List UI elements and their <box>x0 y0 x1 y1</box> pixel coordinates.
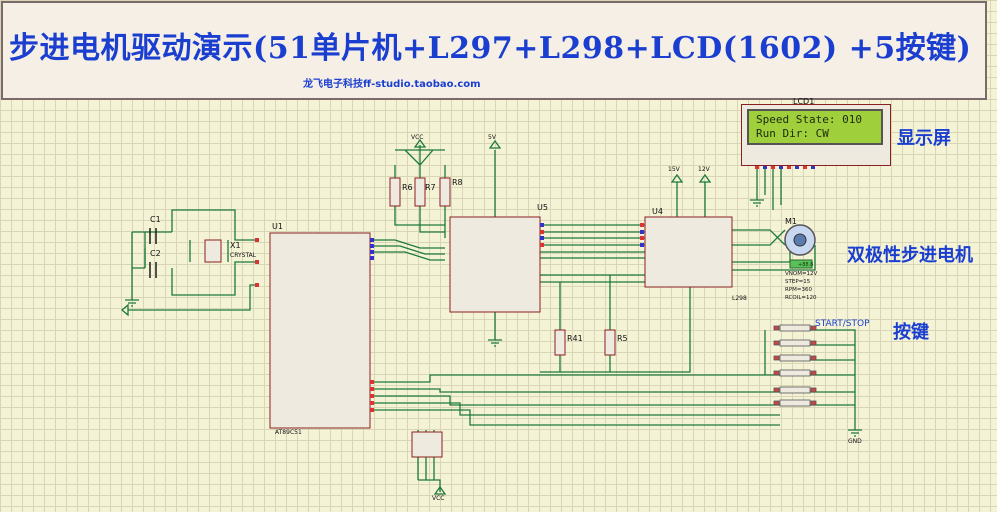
label-r8: R8 <box>452 178 463 187</box>
lcd-display: Speed State: 010 Run Dir: CW <box>747 109 883 145</box>
label-u1-part: AT89C51 <box>275 429 302 436</box>
label-15v: 15V <box>668 166 681 173</box>
lcd-line-2: Run Dir: CW <box>756 127 829 140</box>
driver-u5 <box>449 216 541 313</box>
wire-l297-l298 <box>540 224 645 259</box>
wire-p0-1 <box>370 245 445 255</box>
wire-crystal <box>189 240 229 262</box>
driver-u4 <box>644 216 733 288</box>
label-u1: U1 <box>272 222 283 231</box>
wire-key2 <box>370 388 780 393</box>
wire-reset <box>128 284 255 311</box>
power-symbols <box>120 138 862 495</box>
resistor-r8 <box>439 177 451 207</box>
mcu-u1 <box>269 232 371 429</box>
wire-vcc-pullups <box>394 145 446 180</box>
label-12v: 12V <box>698 166 711 173</box>
wire-motor <box>732 229 816 271</box>
label-r5: R5 <box>617 334 628 343</box>
page-title: 步进电机驱动演示(51单片机+L297+L298+LCD(1602) +5按键) <box>9 31 972 66</box>
wire-vcc-cross <box>404 149 434 166</box>
label-vcc-bottom: VCC <box>432 495 444 502</box>
label-gnd: GND <box>848 438 862 445</box>
wire-key3 <box>370 395 780 406</box>
annotation-keys: 按键 <box>893 322 929 343</box>
wire-key1 <box>370 374 780 383</box>
wire-caps-gnd <box>131 232 146 300</box>
label-lcd1: LCD1 <box>793 97 814 106</box>
label-c2: C2 <box>150 249 161 258</box>
title-banner: 步进电机驱动演示(51单片机+L297+L298+LCD(1602) +5按键)… <box>1 1 987 100</box>
wire-sense-res <box>559 275 611 330</box>
resistor-r5 <box>604 329 616 356</box>
label-u4-part: L298 <box>732 295 747 302</box>
label-crystal: CRYSTAL <box>230 252 257 259</box>
resistor-r7 <box>414 177 426 207</box>
wire-sense <box>540 274 645 283</box>
pin-markers <box>255 165 815 412</box>
label-motor-value: +88.8 <box>798 262 813 268</box>
wire-p0-0 <box>370 239 445 249</box>
annotation-motor: 双极性步进电机 <box>847 245 973 266</box>
wire-lcd-pins <box>756 165 782 210</box>
capacitor-plates <box>149 228 157 278</box>
wire-xtal2 <box>171 261 255 296</box>
wire-gnd-sense <box>540 282 691 373</box>
label-r6: R6 <box>402 183 413 192</box>
page-subtitle: 龙飞电子科技ff-studio.taobao.com <box>303 79 481 90</box>
label-m1: M1 <box>785 217 797 226</box>
motor-m1 <box>784 224 816 269</box>
label-vcc-top: VCC <box>411 134 423 141</box>
label-u5: U5 <box>537 203 548 212</box>
label-motor-param-4: RCOIL=120 <box>785 295 817 301</box>
label-motor-param-3: RPM=360 <box>785 287 812 293</box>
label-5v: 5V <box>488 134 497 141</box>
button-group <box>773 324 817 407</box>
label-u4: U4 <box>652 207 663 216</box>
resistor-r6 <box>389 177 401 207</box>
wire-buttons-gnd <box>764 329 856 430</box>
resistor-r41 <box>554 329 566 356</box>
lcd-line-1: Speed State: 010 <box>756 113 862 126</box>
wire-p0-2 <box>370 251 445 261</box>
label-motor-param-2: STEP=15 <box>785 279 811 285</box>
label-motor-param-1: VNOM=12V <box>785 271 818 277</box>
label-x1: X1 <box>230 241 241 250</box>
label-start-stop: START/STOP <box>815 319 870 329</box>
resistor-pack <box>411 431 443 458</box>
label-c1: C1 <box>150 215 161 224</box>
wire-l298-power <box>676 182 706 220</box>
wire-key5 <box>370 409 780 426</box>
crystal-x1 <box>204 239 222 263</box>
label-r41: R41 <box>567 334 583 343</box>
label-r7: R7 <box>425 183 436 192</box>
wire-pullups <box>394 205 446 238</box>
wire-key4 <box>370 402 780 416</box>
annotation-display: 显示屏 <box>897 128 951 149</box>
